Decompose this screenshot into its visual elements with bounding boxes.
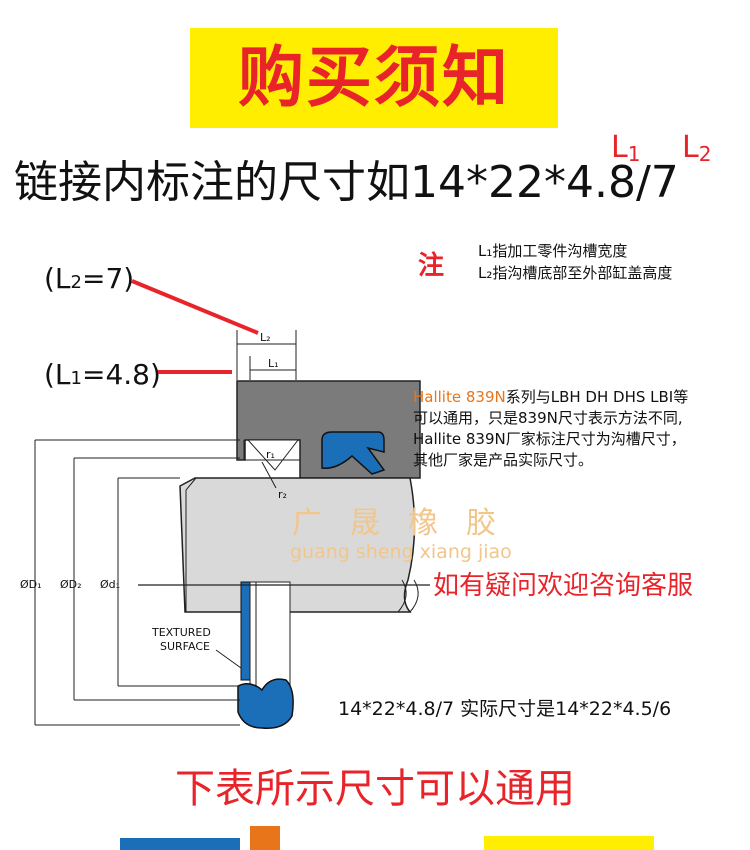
label-r2: r₂ (278, 488, 287, 501)
l2-mark: L2 (682, 130, 712, 166)
watermark-pinyin: guang sheng xiang jiao (290, 541, 512, 563)
label-l2: L₂ (260, 331, 271, 344)
note-line-l2: L₂指沟槽底部至外部缸盖高度 (478, 264, 673, 282)
description-line-2: 可以通用，只是839N尺寸表示方法不同, (413, 409, 683, 427)
callout-l2: (L2=7) (44, 262, 135, 295)
bottom-heading: 下表所示尺寸可以通用 (175, 766, 575, 812)
actual-size-text: 14*22*4.8/7 实际尺寸是14*22*4.5/6 (338, 698, 672, 720)
label-textured-1: TEXTURED (151, 626, 211, 639)
label-r1: r₁ (266, 448, 275, 461)
note-marker: 注 (418, 251, 445, 281)
callout-l1: (L1=4.8) (44, 358, 161, 391)
label-D2: ØD₂ (60, 578, 82, 591)
label-d1: Ød₁ (100, 578, 120, 591)
label-l1: L₁ (268, 357, 279, 370)
consult-text: 如有疑问欢迎咨询客服 (433, 571, 694, 601)
l1-mark: L1 (611, 130, 641, 166)
watermark-chinese: 广晟橡胶 (292, 506, 524, 541)
dimension-example-text: 链接内标注的尺寸如14*22*4.8/7 (14, 157, 679, 208)
cropped-yellow-fragment (484, 836, 654, 850)
description-line-1: Hallite 839N系列与LBH DH DHS LBI等 (413, 388, 689, 406)
description-line-4: 其他厂家是产品实际尺寸。 (413, 451, 594, 469)
label-textured-2: SURFACE (160, 640, 210, 653)
cropped-logo-fragment (120, 838, 240, 850)
lip-seal (321, 431, 386, 475)
label-D1: ØD₁ (20, 578, 42, 591)
note-line-l1: L₁指加工零件沟槽宽度 (478, 242, 628, 260)
banner-title: 购买须知 (238, 39, 510, 116)
housing-block (236, 380, 421, 479)
groove-cavity (246, 439, 300, 471)
callout-l2-leader (131, 279, 259, 335)
cropped-icon-fragment (250, 826, 280, 850)
lower-seal (237, 678, 294, 729)
description-line-3: Hallite 839N厂家标注尺寸为沟槽尺寸， (413, 430, 686, 448)
rod (179, 477, 416, 613)
title-banner (190, 28, 558, 128)
